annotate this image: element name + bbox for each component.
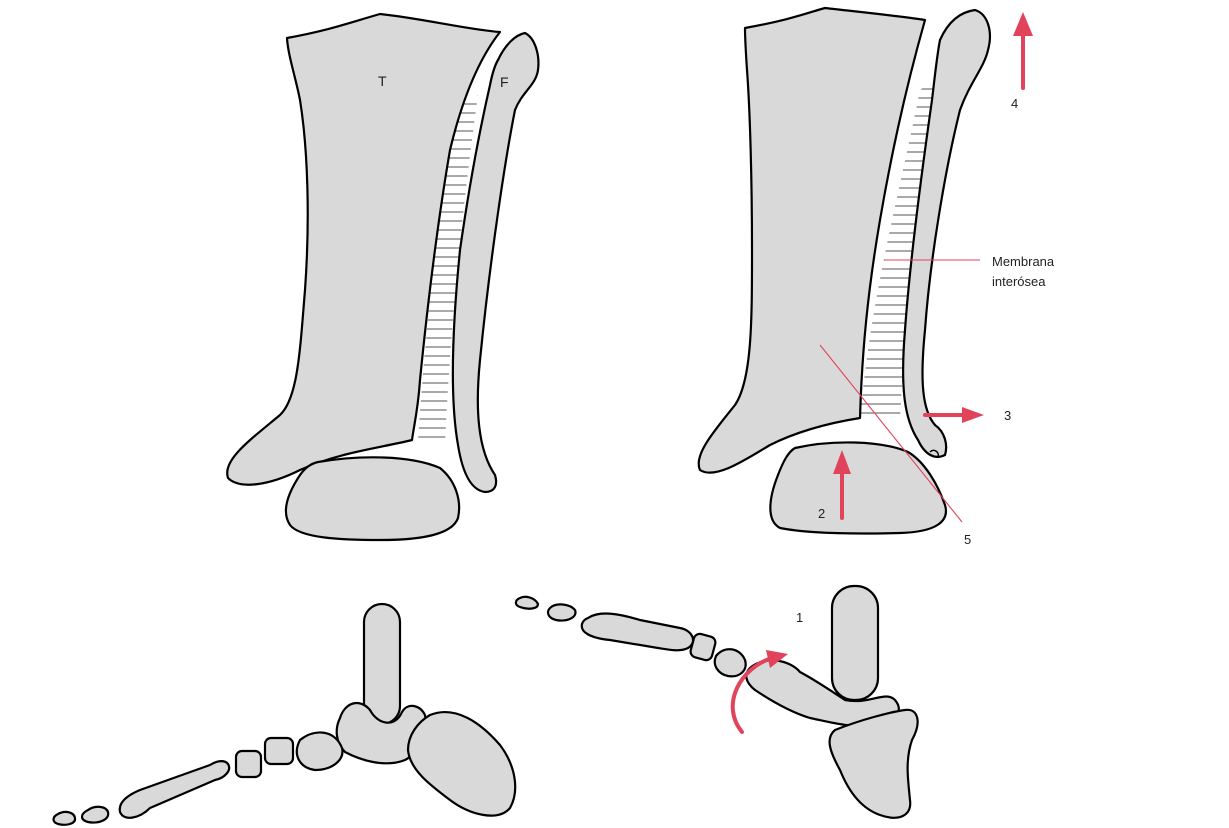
navicular-left <box>297 732 343 770</box>
membrane-label-1: Membrana <box>992 254 1055 269</box>
arrow-4-head <box>1013 12 1033 36</box>
tibia-shaft-right <box>832 586 878 700</box>
talus-left <box>286 457 459 540</box>
fibula-left <box>453 33 539 492</box>
phalanx-right-2 <box>516 597 538 609</box>
navicular-right <box>715 649 746 676</box>
membrane-label-2: interósea <box>992 274 1046 289</box>
tibia-shaft-left <box>364 604 400 724</box>
panel-right-foot: 1 <box>516 586 918 818</box>
label-1: 1 <box>796 610 803 625</box>
calcaneus-right <box>830 710 918 818</box>
arrow-3-head <box>962 407 984 423</box>
phalanx-left-2 <box>54 812 76 825</box>
metatarsal-left <box>120 761 229 818</box>
panel-left-leg: T F <box>227 14 538 540</box>
label-2: 2 <box>818 506 825 521</box>
metatarsal-right <box>582 614 693 651</box>
panel-left-foot <box>54 604 516 825</box>
calcaneus-left <box>408 712 515 816</box>
fibula-label: F <box>500 74 509 90</box>
cuneiform-left-2 <box>236 751 261 777</box>
label-5: 5 <box>964 532 971 547</box>
label-3: 3 <box>1004 408 1011 423</box>
cuneiform-left-1 <box>265 738 293 764</box>
phalanx-right-1 <box>548 604 575 620</box>
talus-right <box>770 442 946 533</box>
fibula-right <box>903 10 990 457</box>
tibia-right <box>699 8 925 473</box>
tibia-label: T <box>378 73 387 89</box>
panel-right-leg: Membrana interósea 4 3 2 5 <box>699 8 1055 547</box>
label-4: 4 <box>1011 96 1018 111</box>
phalanx-left-1 <box>82 807 108 823</box>
